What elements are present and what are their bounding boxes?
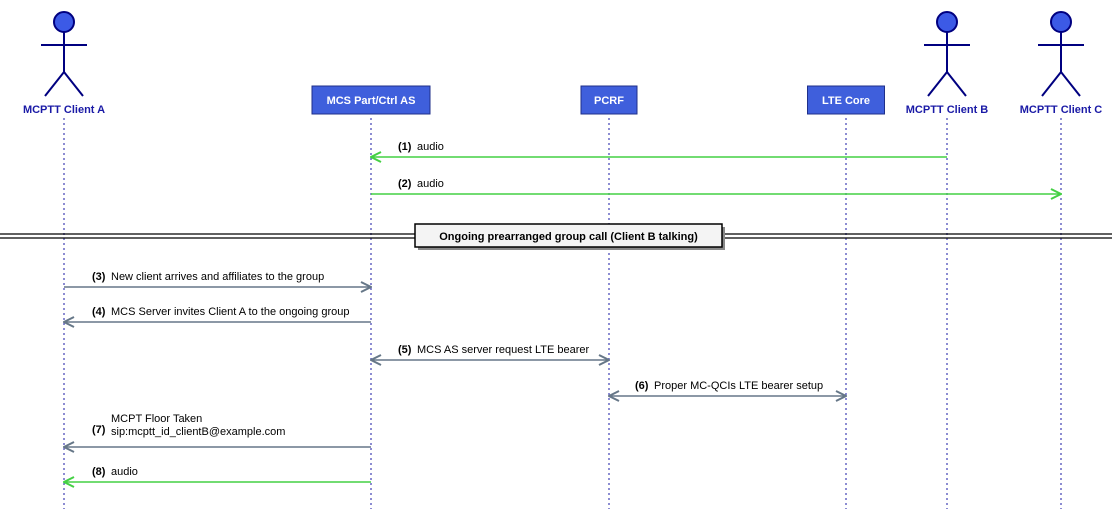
message-label: audio — [417, 178, 444, 190]
message-label: New client arrives and affiliates to the… — [111, 271, 324, 283]
participant-name: MCPTT Client A — [23, 104, 105, 116]
message-label: MCPT Floor Taken — [111, 413, 202, 425]
message-label: sip:mcptt_id_clientB@example.com — [111, 426, 285, 438]
message-number: (1) — [398, 141, 412, 153]
message-label: MCS Server invites Client A to the ongoi… — [111, 306, 349, 318]
message-label: audio — [417, 141, 444, 153]
message-label: audio — [111, 466, 138, 478]
message-number: (6) — [635, 380, 649, 392]
divider-label: Ongoing prearranged group call (Client B… — [439, 231, 698, 243]
participant-name: MCS Part/Ctrl AS — [327, 95, 416, 107]
divider-banner — [414, 223, 723, 248]
participant-box: LTE Core — [807, 85, 885, 115]
actor-icon — [1038, 11, 1084, 97]
message-number: (2) — [398, 178, 412, 190]
message-number: (4) — [92, 306, 106, 318]
message-label: Proper MC-QCIs LTE bearer setup — [654, 380, 823, 392]
actor-icon — [41, 11, 87, 97]
participant-box: MCS Part/Ctrl AS — [311, 85, 431, 115]
message-number: (5) — [398, 344, 412, 356]
message-label: MCS AS server request LTE bearer — [417, 344, 590, 356]
message-number: (7) — [92, 424, 106, 436]
participant-name: PCRF — [594, 95, 624, 107]
message-number: (8) — [92, 466, 106, 478]
participant-box: PCRF — [580, 85, 638, 115]
actor-icon — [924, 11, 970, 97]
participant-name: MCPTT Client B — [906, 104, 989, 116]
participant-name: MCPTT Client C — [1020, 104, 1103, 116]
participant-name: LTE Core — [822, 95, 870, 107]
message-number: (3) — [92, 271, 106, 283]
